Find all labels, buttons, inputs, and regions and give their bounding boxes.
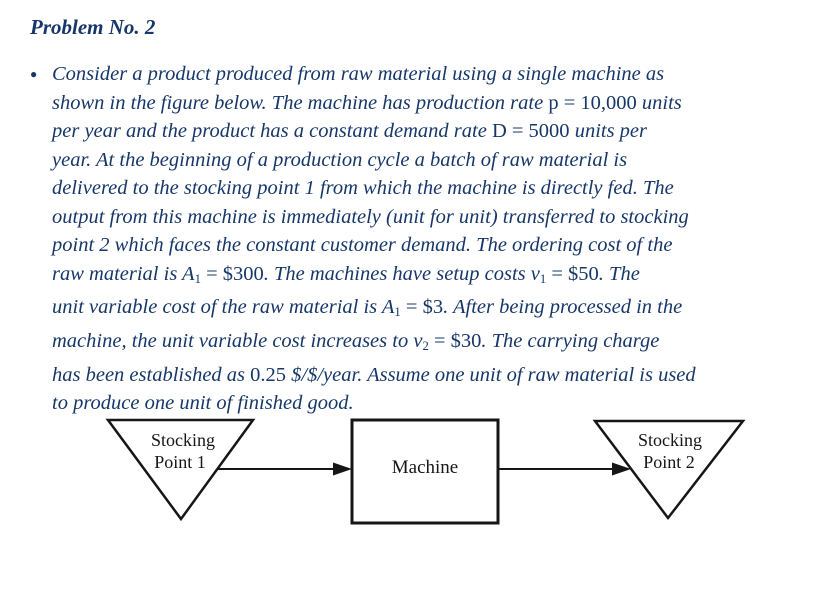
paragraph-line: delivered to the stocking point 1 from w… xyxy=(52,177,674,199)
paragraph-line: to produce one unit of finished good. xyxy=(52,392,354,415)
flow-arrow-1-head-icon xyxy=(333,462,352,476)
paragraph-line: year. At the beginning of a production c… xyxy=(52,148,628,171)
paragraph-line: Consider a product produced from raw mat… xyxy=(52,63,665,85)
stocking-point-1-label-line1: Stocking xyxy=(151,430,215,450)
paragraph-line: point 2 which faces the constant custome… xyxy=(52,234,673,256)
stocking-point-1-label-line2: Point 1 xyxy=(154,452,206,472)
stocking-point-2-triangle xyxy=(592,419,746,521)
stocking-point-1-triangle xyxy=(105,418,256,522)
flow-arrow-2-head-icon xyxy=(612,462,631,476)
stocking-point-2-label-line2: Point 2 xyxy=(643,452,695,472)
paragraph-line: unit variable cost of the raw material i… xyxy=(52,296,683,320)
paragraph-line: raw material is A1 = $300. The machines … xyxy=(52,262,640,286)
flow-diagram: Stocking Point 1 Machine Stocking Point … xyxy=(105,418,746,525)
paragraph-line: per year and the product has a constant … xyxy=(52,120,648,142)
machine-label: Machine xyxy=(392,457,458,478)
paragraph-line: machine, the unit variable cost increase… xyxy=(52,329,660,354)
paragraph-line: output from this machine is immediately … xyxy=(52,205,689,228)
machine-box xyxy=(350,418,500,525)
paragraph-line: has been established as 0.25 $/$/year. A… xyxy=(52,363,696,386)
problem-paragraph: Consider a product produced from raw mat… xyxy=(52,60,812,418)
stocking-point-2-label-line1: Stocking xyxy=(638,430,702,450)
paragraph-line: shown in the figure below. The machine h… xyxy=(52,91,682,114)
bullet-marker: ● xyxy=(30,67,38,81)
page-title: Problem No. 2 xyxy=(30,15,156,39)
